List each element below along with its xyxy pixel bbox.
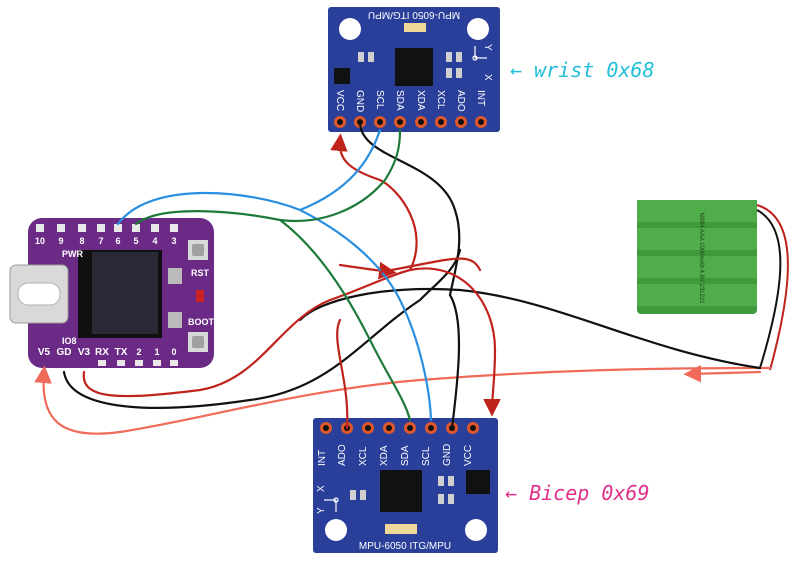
- wire-wrist-sda: [134, 128, 402, 226]
- pin-label-xcl: XCL: [358, 446, 369, 466]
- esp-pin-v3: V3: [78, 347, 91, 358]
- esp-top-pin-10: 10: [35, 236, 45, 246]
- battery-black-lead: [756, 209, 782, 369]
- pin-label-scl: SCL: [421, 446, 432, 466]
- pin-label-ado: ADO: [337, 444, 348, 466]
- pin-label-xda: XDA: [415, 90, 426, 111]
- esp-top-pin-8: 8: [79, 236, 84, 246]
- wire-wrist-vcc: [330, 133, 418, 272]
- wire-battery-to-v5: [34, 365, 772, 435]
- mount-hole: [339, 18, 361, 40]
- esp-pin-1: 1: [154, 347, 159, 357]
- pin-label-sda: SDA: [394, 90, 405, 111]
- imu-chip: [395, 48, 433, 86]
- battery-label: NiMH AAA 1000mAh 4.8V 231221: [698, 212, 704, 304]
- axis-y-label: Y: [482, 44, 493, 51]
- wrist-annotation: ← wrist 0x68: [510, 58, 655, 82]
- wire-bicep-gnd: [448, 293, 461, 430]
- esp-top-pin-3: 3: [171, 236, 176, 246]
- status-led: [196, 290, 204, 302]
- imu-bicep-title: MPU-6050 ITG/MPU: [359, 541, 451, 552]
- wires: [34, 120, 772, 435]
- esp-top-pin-5: 5: [133, 236, 138, 246]
- pin-label-xda: XDA: [379, 445, 390, 466]
- pin-label-vcc: VCC: [334, 90, 345, 111]
- esp-top-pads: [36, 224, 178, 232]
- imu-bicep-board: MPU-6050 ITG/MPU X Y INT ADO XCL XDA SDA…: [313, 418, 498, 553]
- battery-red-lead: [756, 204, 789, 371]
- wire-battery-arrow: [683, 364, 762, 383]
- pin-label-ado: ADO: [455, 90, 466, 112]
- mount-hole: [465, 519, 487, 541]
- capacitor: [404, 23, 426, 32]
- wire-wrist-scl: [116, 128, 382, 226]
- pin-pads: [320, 422, 479, 434]
- capacitor: [385, 524, 417, 534]
- bicep-annotation: ← Bicep 0x69: [505, 481, 650, 505]
- boot-label: BOOT: [188, 317, 215, 327]
- esp-pin-v5: V5: [38, 347, 51, 358]
- wire-bicep-vcc: [408, 267, 501, 417]
- rst-label: RST: [191, 268, 210, 278]
- esp-pin-tx: TX: [115, 347, 128, 358]
- axis-x-label: X: [482, 74, 493, 81]
- pin-label-scl: SCL: [374, 90, 385, 110]
- regulator: [466, 470, 490, 494]
- axis-icon: [472, 46, 487, 61]
- pin-label-vcc: VCC: [463, 445, 474, 466]
- esp-pin-rx: RX: [95, 347, 109, 358]
- battery-pack: NiMH AAA 1000mAh 4.8V 231221: [637, 200, 789, 371]
- pin-label-int: INT: [475, 90, 486, 106]
- pin-label-gnd: GND: [442, 444, 453, 466]
- esp32-c3-board: RST BOOT PWR IO8 10 9 8 7 6 5 4 3 V5 GD …: [9, 216, 215, 373]
- esp-pin-gd: GD: [57, 347, 72, 358]
- pwr-label: PWR: [62, 249, 83, 259]
- esp-top-pin-6: 6: [115, 236, 120, 246]
- imu-chip: [380, 470, 422, 512]
- pin-pads: [334, 116, 487, 128]
- wire-bicep-ado: [336, 318, 349, 430]
- wire-red-loop: [378, 257, 482, 274]
- pin-label-gnd: GND: [354, 90, 365, 112]
- regulator: [334, 68, 350, 84]
- pin-label-xcl: XCL: [435, 90, 446, 110]
- esp-pin-0: 0: [171, 347, 176, 357]
- wire-esp-v3: [82, 268, 412, 398]
- wire-esp-gnd: [62, 248, 462, 409]
- wire-bicep-sda: [278, 218, 412, 422]
- pin-label-int: INT: [317, 450, 328, 466]
- pin-label-sda: SDA: [400, 445, 411, 466]
- imu-wrist-title: MPU-6050 ITG/MPU: [368, 9, 460, 20]
- axis-x-label: X: [316, 485, 327, 492]
- axis-y-label: Y: [316, 507, 327, 514]
- imu-wrist-board: MPU-6050 ITG/MPU X Y VCC GND SCL SDA XDA…: [328, 7, 500, 132]
- esp-bottom-pads: [98, 360, 178, 366]
- wire-bicep-scl: [298, 208, 433, 422]
- esp-top-pin-7: 7: [98, 236, 103, 246]
- io8-label: IO8: [62, 336, 77, 346]
- esp-pin-2: 2: [136, 347, 141, 357]
- mount-hole: [325, 519, 347, 541]
- mount-hole: [467, 18, 489, 40]
- esp-top-pin-9: 9: [58, 236, 63, 246]
- axis-icon: [324, 497, 339, 512]
- esp-top-pin-4: 4: [152, 236, 157, 246]
